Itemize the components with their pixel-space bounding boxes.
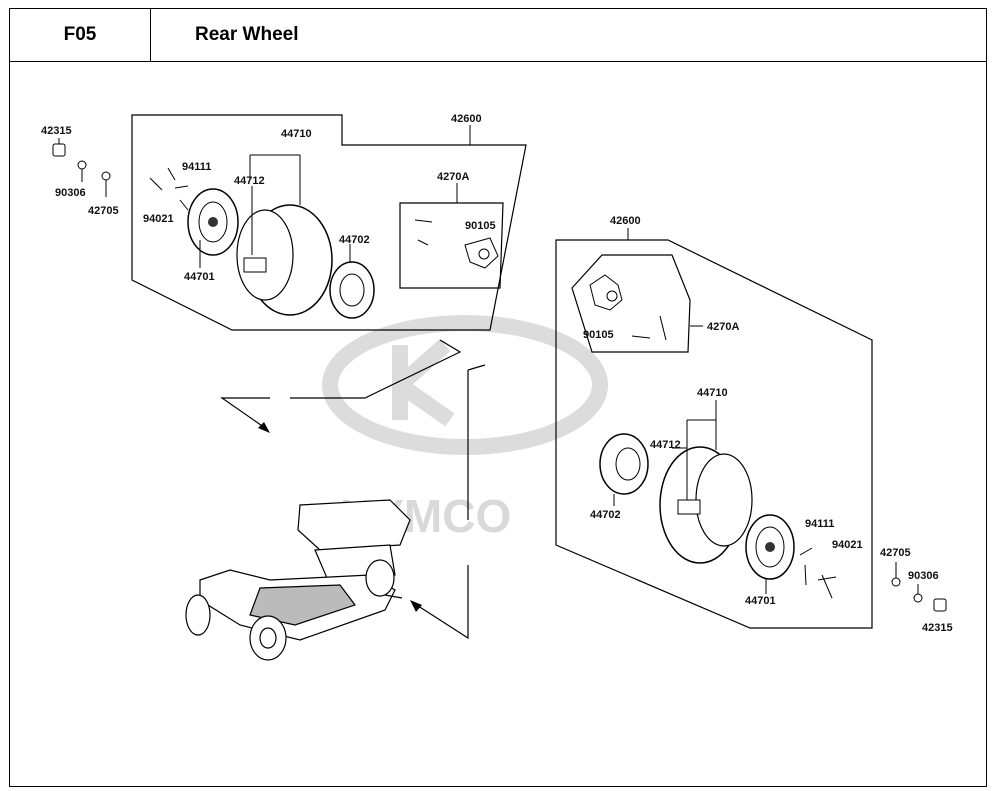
label-right-42315: 42315 bbox=[922, 622, 953, 634]
left-washer-90306 bbox=[77, 160, 87, 170]
right-bolts bbox=[799, 547, 837, 599]
label-left-94111: 94111 bbox=[182, 161, 211, 173]
label-right-44701: 44701 bbox=[745, 595, 776, 607]
label-left-42705: 42705 bbox=[88, 205, 119, 217]
left-tire-44710 bbox=[236, 204, 333, 316]
left-washer-42705 bbox=[101, 171, 111, 181]
right-tire-44710 bbox=[659, 446, 753, 564]
label-right-44702: 44702 bbox=[590, 509, 621, 521]
label-right-4270A: 4270A bbox=[707, 321, 739, 333]
left-bolts bbox=[149, 167, 189, 211]
diagram-frame bbox=[9, 61, 987, 787]
label-right-90105: 90105 bbox=[583, 329, 614, 341]
label-left-90306: 90306 bbox=[55, 187, 86, 199]
label-right-94111: 94111 bbox=[805, 518, 834, 530]
mobility-scooter-illustration bbox=[185, 499, 411, 661]
label-right-90306: 90306 bbox=[908, 570, 939, 582]
label-left-42600: 42600 bbox=[451, 113, 482, 125]
label-left-94021: 94021 bbox=[143, 213, 174, 225]
label-right-44710: 44710 bbox=[697, 387, 728, 399]
label-left-42315: 42315 bbox=[41, 125, 72, 137]
label-right-94021: 94021 bbox=[832, 539, 863, 551]
left-nut-42315 bbox=[52, 143, 66, 157]
leader-lines bbox=[220, 339, 486, 640]
left-hub-outline bbox=[399, 202, 504, 289]
left-hub-cap-44702 bbox=[329, 261, 375, 319]
right-hub-4270A bbox=[589, 274, 667, 341]
right-brake-plate-44701 bbox=[745, 514, 795, 580]
right-washer-90306 bbox=[913, 593, 923, 603]
label-right-42705: 42705 bbox=[880, 547, 911, 559]
right-assembly-outline bbox=[555, 239, 873, 629]
label-right-44712: 44712 bbox=[650, 439, 681, 451]
arrow-head-upper bbox=[258, 422, 270, 433]
right-hub-outline bbox=[571, 254, 691, 353]
left-brake-plate-44701 bbox=[187, 188, 239, 256]
label-left-44710: 44710 bbox=[281, 128, 312, 140]
label-left-4270A: 4270A bbox=[437, 171, 469, 183]
label-left-44702: 44702 bbox=[339, 234, 370, 246]
figure-code: F05 bbox=[10, 9, 151, 61]
label-left-44701: 44701 bbox=[184, 271, 215, 283]
right-hub-cap-44702 bbox=[599, 433, 649, 495]
figure-title: Rear Wheel bbox=[195, 24, 299, 45]
right-washer-42705 bbox=[891, 577, 901, 587]
header-table: F05 Rear Wheel bbox=[9, 8, 987, 61]
left-assembly-outline bbox=[131, 114, 527, 331]
label-left-44712: 44712 bbox=[234, 175, 265, 187]
arrow-head-lower bbox=[410, 600, 422, 612]
right-nut-42315 bbox=[933, 598, 947, 612]
label-left-90105: 90105 bbox=[465, 220, 496, 232]
left-hub-4270A bbox=[414, 219, 499, 269]
label-right-42600: 42600 bbox=[610, 215, 641, 227]
